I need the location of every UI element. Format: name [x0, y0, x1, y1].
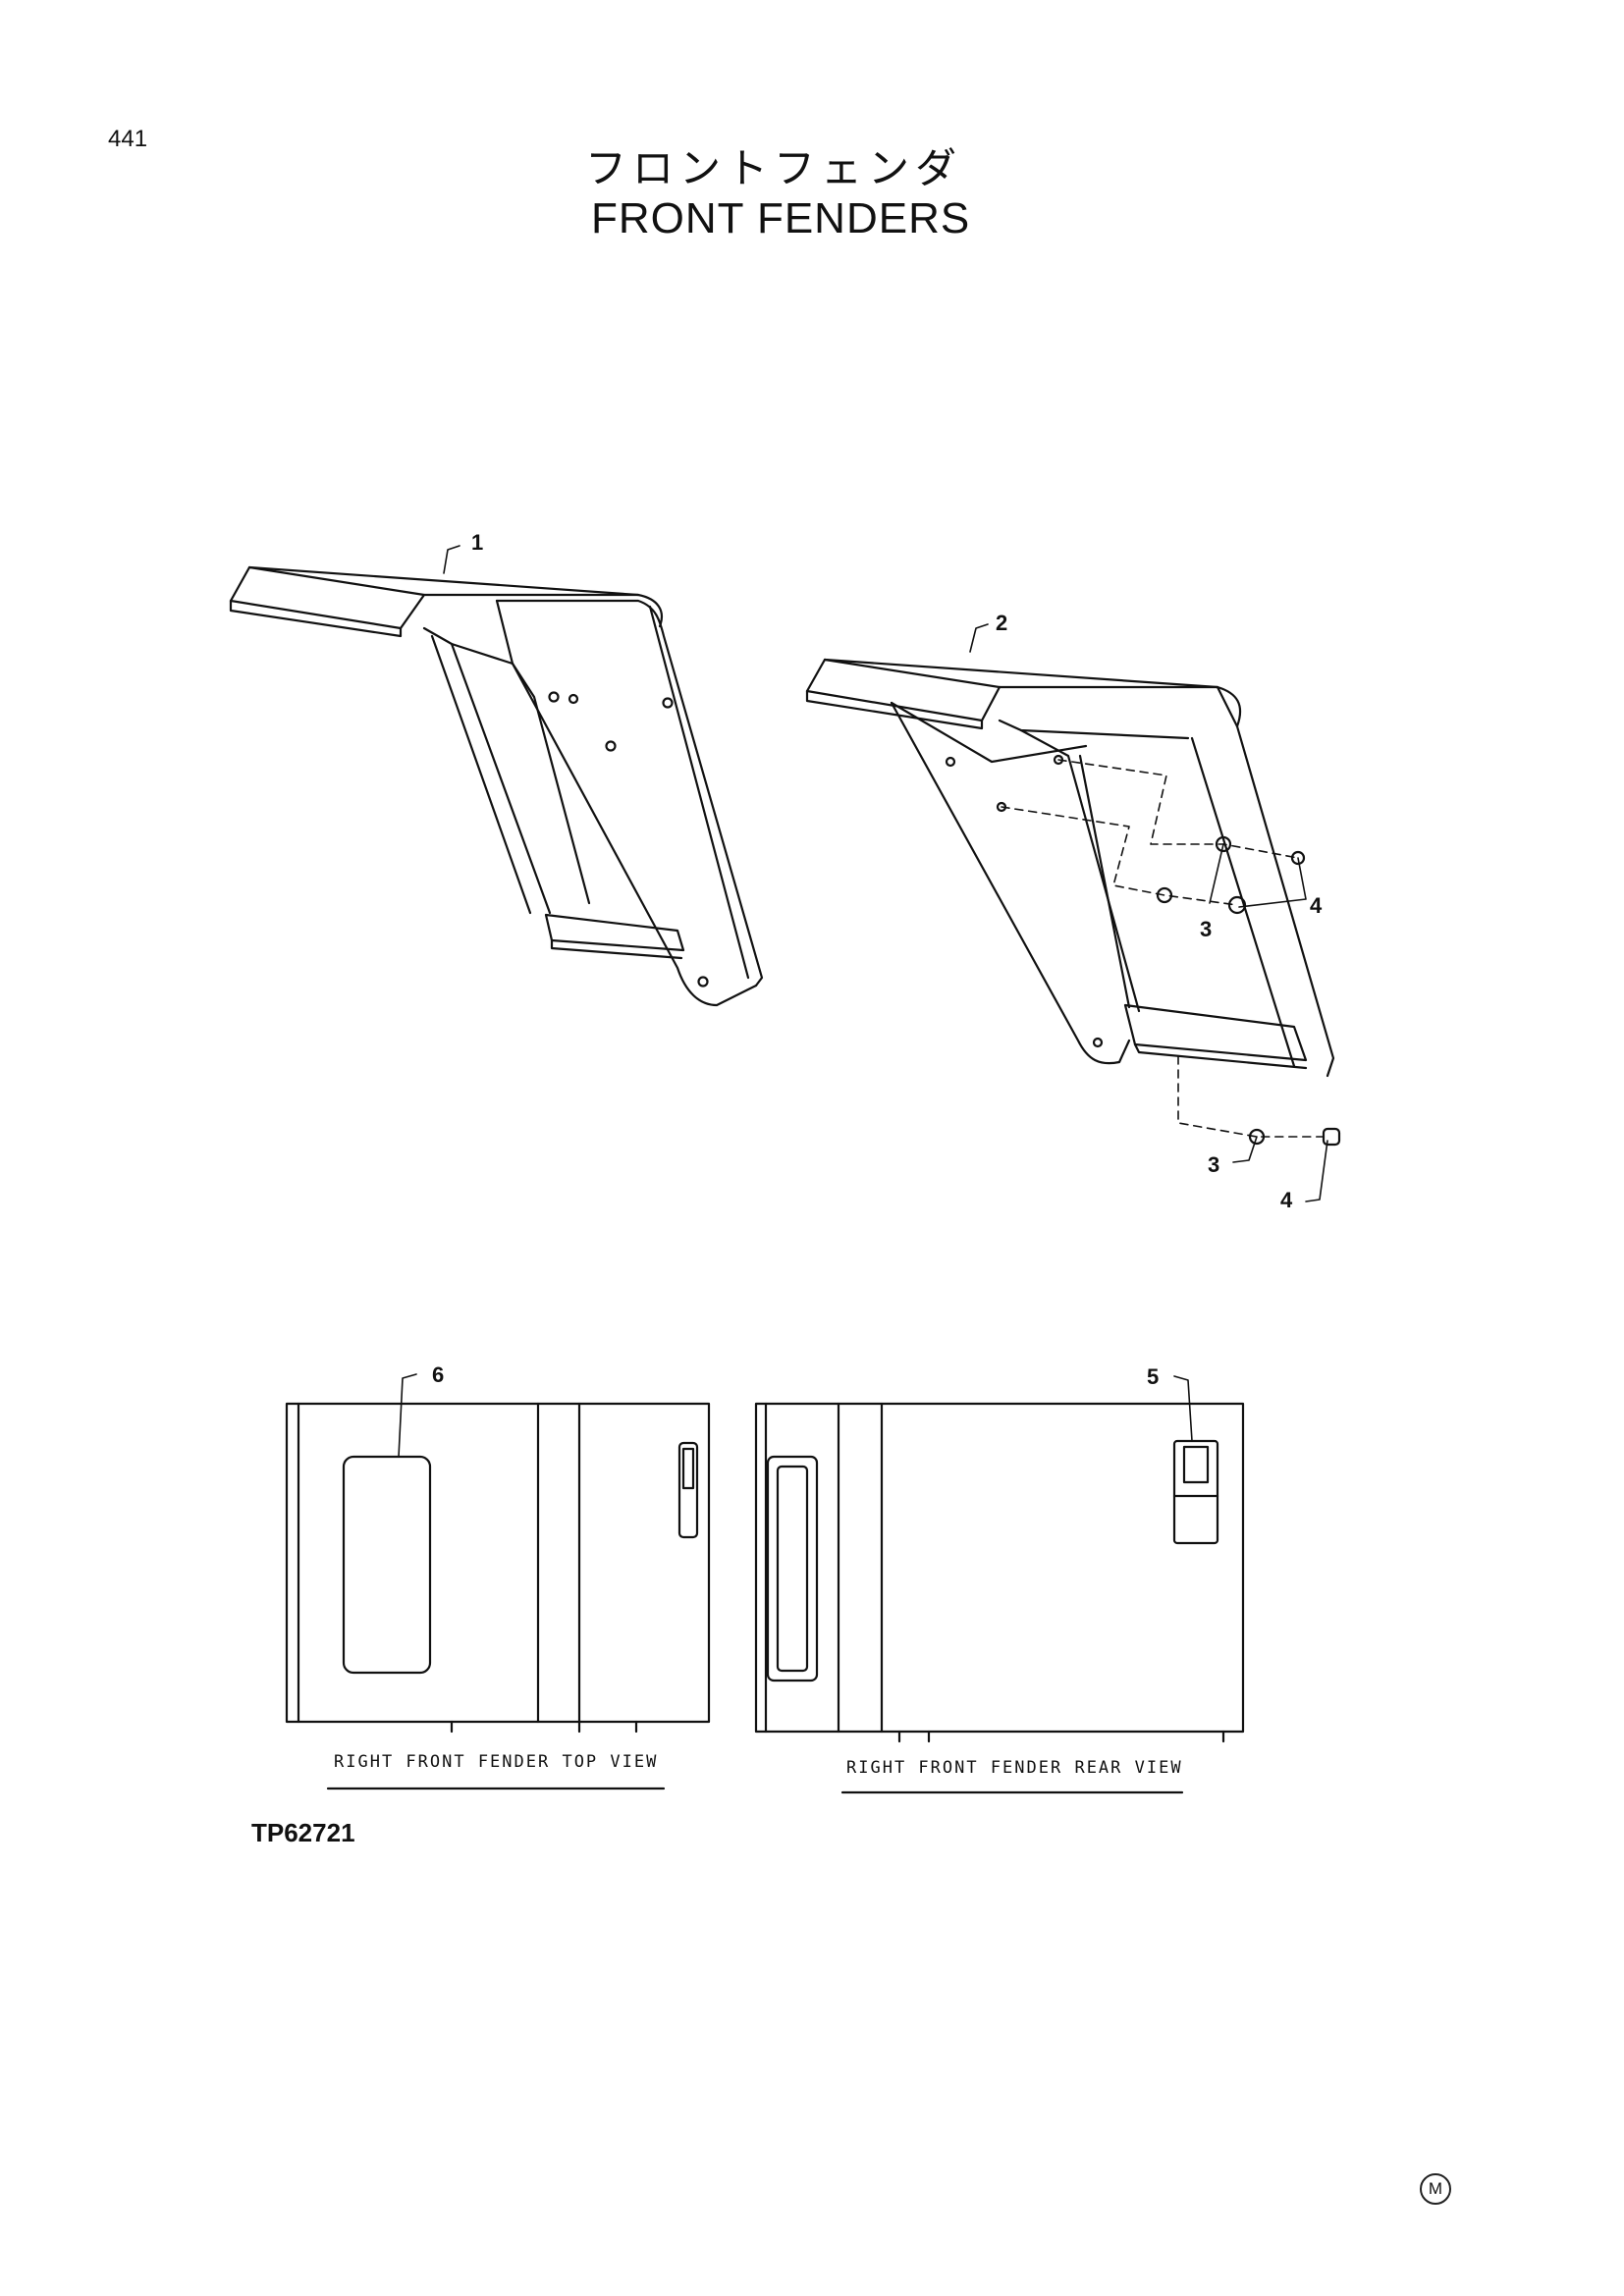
- callout-2: 2: [996, 611, 1007, 635]
- page-number: 441: [108, 126, 148, 152]
- hardware-dashed-lines: [1001, 759, 1325, 1138]
- title-japanese: フロントフェンダ: [585, 144, 963, 192]
- rear-view-label: RIGHT FRONT FENDER REAR VIEW: [846, 1758, 1183, 1778]
- title-english: FRONT FENDERS: [591, 194, 971, 242]
- fender-1-drawing: [229, 565, 764, 1007]
- top-view-label: RIGHT FRONT FENDER TOP VIEW: [334, 1752, 658, 1772]
- right-front-fender-rear-view: [754, 1375, 1245, 1794]
- callout-5: 5: [1147, 1364, 1159, 1389]
- callout-4a: 4: [1310, 893, 1323, 918]
- drawing-code: TP62721: [251, 1818, 355, 1847]
- callout-3a: 3: [1200, 917, 1212, 941]
- right-front-fender-top-view: [285, 1373, 711, 1790]
- corner-mark: M: [1420, 2173, 1451, 2205]
- fender-2-drawing: [805, 658, 1341, 1147]
- callout-4b: 4: [1280, 1188, 1293, 1212]
- callout-6: 6: [432, 1362, 444, 1387]
- callout-1: 1: [471, 530, 483, 555]
- callout-3b: 3: [1208, 1152, 1219, 1177]
